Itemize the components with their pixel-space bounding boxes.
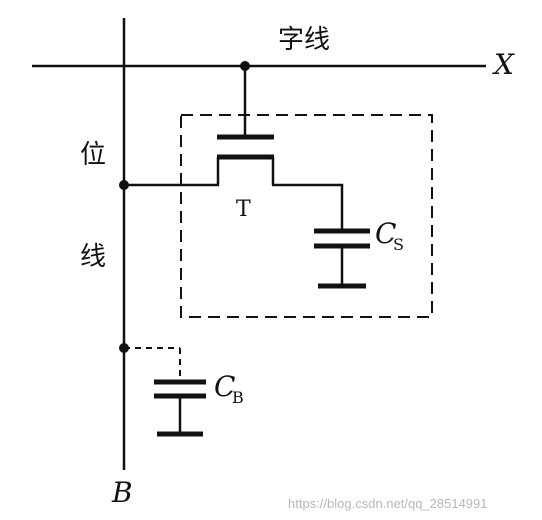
storage-capacitor-cs [314, 184, 370, 289]
cell-boundary [180, 114, 433, 318]
bitline-capacitor-cb [124, 347, 206, 437]
bit-line-end-label: B [111, 476, 133, 509]
watermark: https://blog.csdn.net/qq_28514991 [288, 496, 488, 511]
transistor-t [124, 66, 343, 187]
word-line-label: 字线 [278, 25, 330, 55]
cs-label-subscript: S [393, 235, 404, 254]
cb-label-subscript: B [232, 388, 244, 407]
transistor-label: T [236, 197, 251, 222]
bit-line-label-top: 位 [80, 140, 106, 170]
cb-label: C [214, 370, 235, 403]
cs-label: C [375, 217, 396, 250]
bit-line-label-bottom: 线 [80, 242, 106, 272]
word-line-end-label: X [492, 48, 515, 81]
